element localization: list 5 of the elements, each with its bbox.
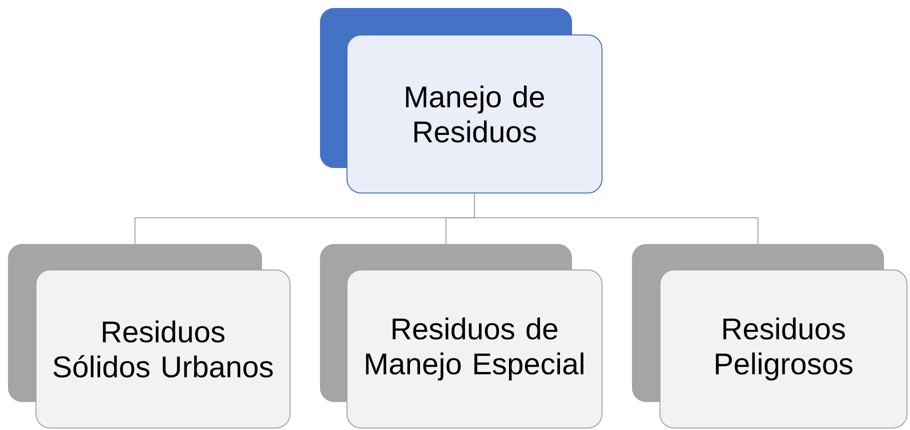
- process-box: Manejo de Residuos: [320, 8, 602, 194]
- process-box: Residuos Sólidos Urbanos: [8, 244, 290, 428]
- process-box: Residuos Peligrosos: [632, 244, 908, 428]
- connector-line: [474, 193, 758, 244]
- process-box: Residuos de Manejo Especial: [320, 244, 602, 428]
